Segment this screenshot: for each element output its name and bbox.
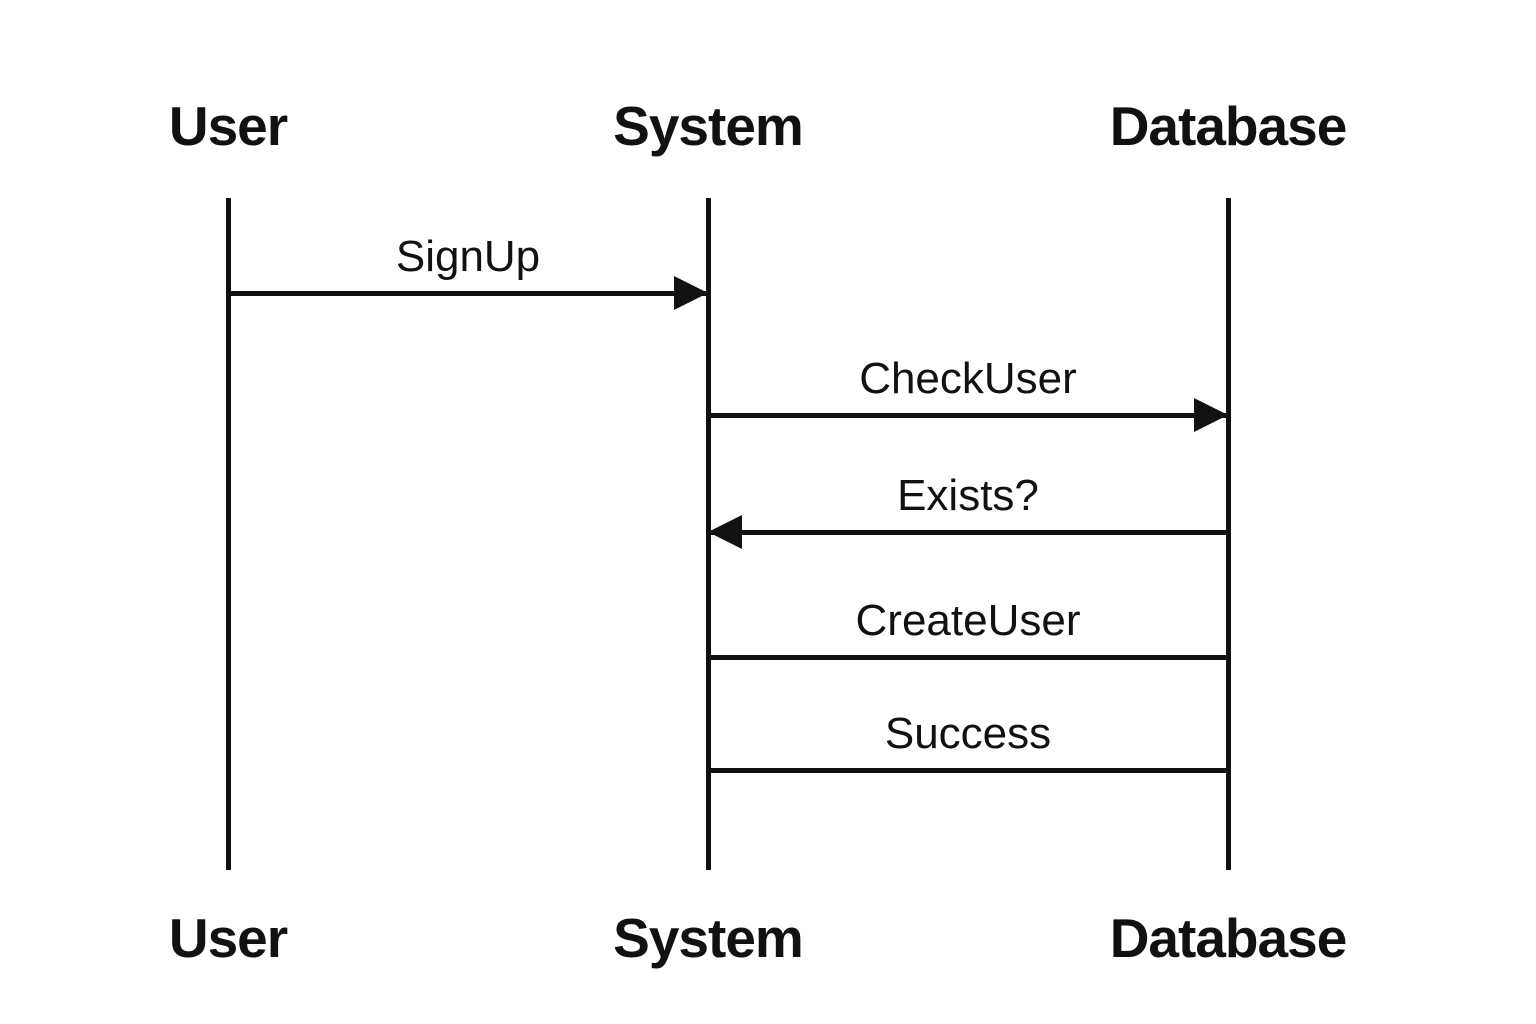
message-line-createuser [708, 655, 1228, 660]
actor-label-bottom-user: User [168, 907, 288, 969]
message-label-success: Success [884, 709, 1052, 758]
actor-label-top-user: User [168, 95, 288, 157]
lifeline-user [226, 198, 231, 870]
lifeline-database [1226, 198, 1231, 870]
arrowhead-right-icon [674, 276, 708, 310]
message-label-createuser: CreateUser [855, 596, 1081, 645]
message-line-checkuser [708, 413, 1228, 418]
actor-label-bottom-database: Database [1109, 907, 1348, 969]
actor-label-bottom-system: System [613, 907, 804, 969]
message-label-signup: SignUp [395, 232, 541, 281]
actor-label-top-database: Database [1109, 95, 1348, 157]
message-line-signup [228, 291, 708, 296]
arrowhead-left-icon [708, 515, 742, 549]
message-label-exists: Exists? [897, 471, 1039, 520]
arrowhead-right-icon [1194, 398, 1228, 432]
message-label-checkuser: CheckUser [859, 354, 1077, 403]
actor-label-top-system: System [613, 95, 804, 157]
message-line-exists [708, 530, 1228, 535]
message-line-success [708, 768, 1228, 773]
